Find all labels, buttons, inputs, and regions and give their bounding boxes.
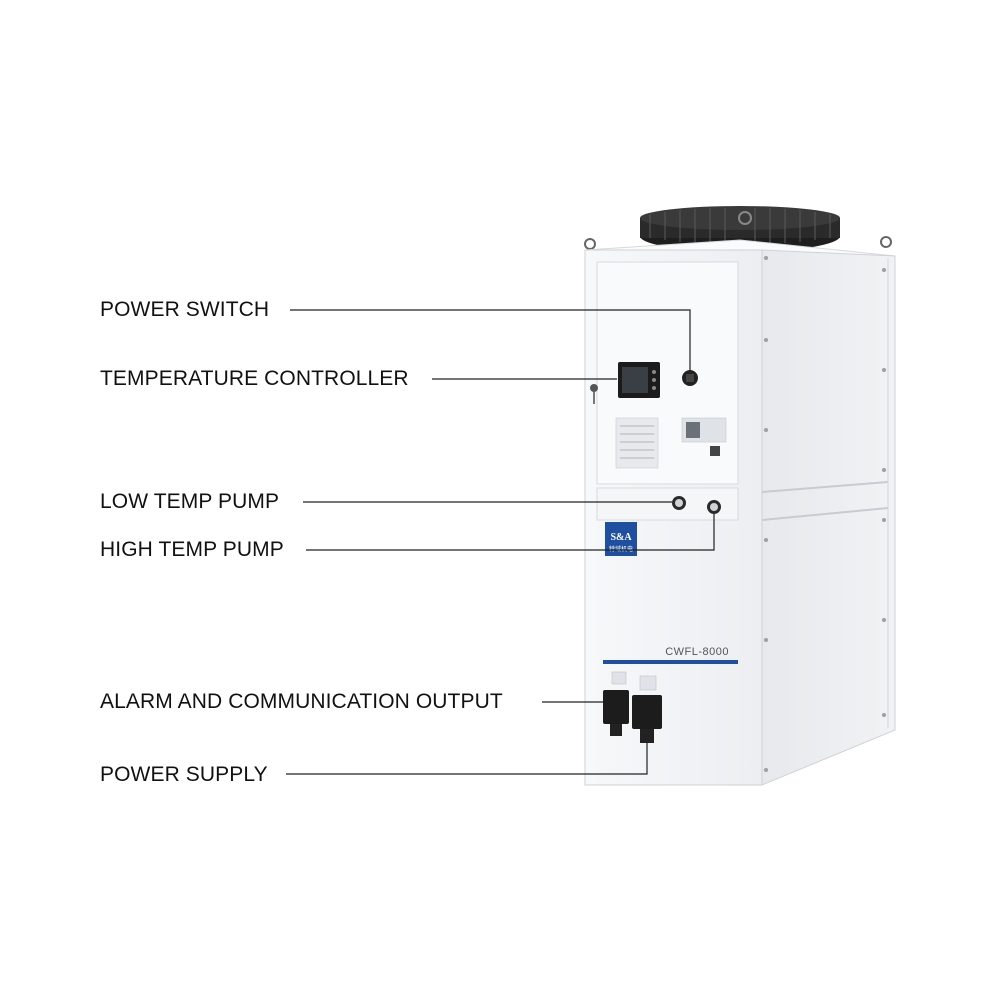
temperature-controller	[618, 362, 660, 398]
callout-alarm-output: ALARM AND COMMUNICATION OUTPUT	[100, 690, 503, 713]
lifting-eye-right	[880, 236, 892, 248]
side-panel	[761, 249, 896, 786]
model-label: CWFL-8000	[665, 646, 729, 658]
callout-low-temp-pump: LOW TEMP PUMP	[100, 490, 280, 513]
callout-temperature-controller: TEMPERATURE CONTROLLER	[100, 367, 409, 390]
callout-power-supply: POWER SUPPLY	[100, 763, 268, 786]
leader-high-temp-pump	[306, 514, 715, 551]
brand-logo: S&A 特域机电	[605, 522, 637, 556]
low-temp-pump-gauge	[672, 496, 686, 510]
leader-lines	[286, 309, 715, 775]
callout-high-temp-pump: HIGH TEMP PUMP	[100, 538, 284, 561]
qr-code-icon	[710, 446, 720, 456]
lifting-eye-left	[584, 238, 596, 250]
callout-power-switch: POWER SWITCH	[100, 298, 270, 321]
key-lock-icon	[590, 384, 598, 404]
leader-power-supply	[286, 743, 648, 775]
power-supply-connector	[632, 695, 662, 743]
alarm-output-connector	[603, 690, 629, 736]
high-temp-pump-gauge	[707, 500, 721, 514]
svg-text:特域机电: 特域机电	[609, 545, 633, 553]
svg-text:S&A: S&A	[610, 532, 632, 543]
blue-stripe	[603, 660, 738, 664]
power-switch-knob	[682, 370, 698, 386]
leader-power-switch	[290, 309, 691, 370]
warning-sticker	[615, 417, 659, 469]
